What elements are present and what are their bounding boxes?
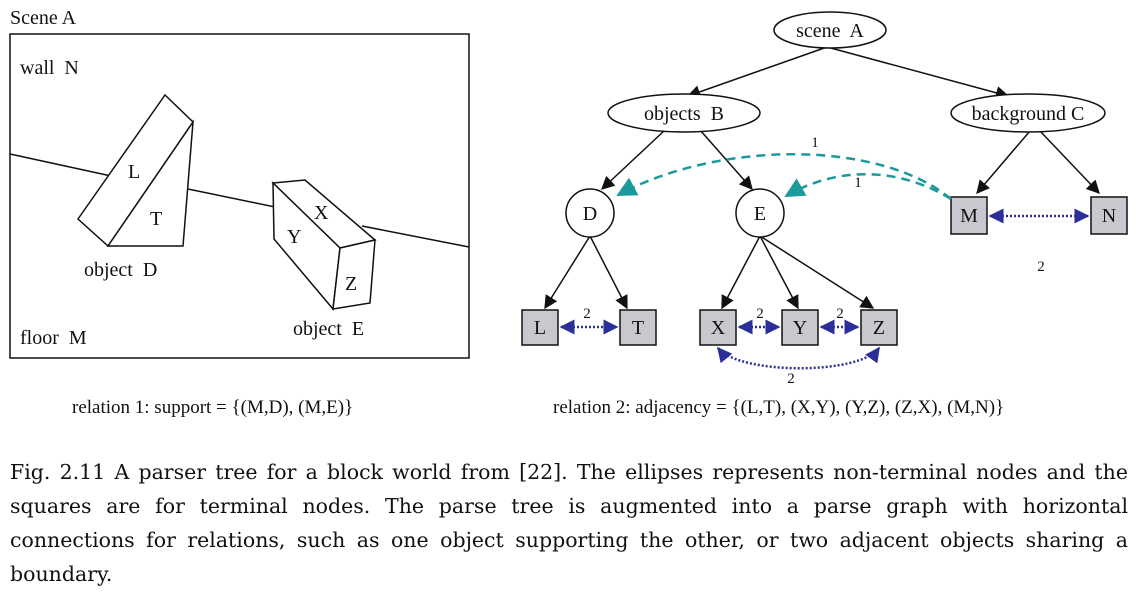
edge-a-c — [826, 46, 1010, 100]
face-z-label: Z — [345, 273, 357, 295]
adjacency-label-lt: 2 — [583, 306, 591, 322]
edge-b-e — [699, 129, 753, 191]
scene-illustration: Scene A wall N floor M L T object D X Y … — [9, 7, 470, 418]
node-background-c-label: background C — [972, 103, 1085, 125]
edge-d-t — [589, 235, 628, 310]
adjacency-label-mn: 2 — [1037, 259, 1045, 275]
node-e — [735, 188, 785, 238]
object-e-shape — [271, 179, 377, 311]
object-e-label: object E — [293, 318, 364, 340]
parse-tree-figure: Scene A wall N floor M L T object D X Y … — [9, 7, 1128, 418]
face-y-label: Y — [287, 226, 301, 248]
support-label-me: 1 — [854, 175, 862, 191]
edge-e-y — [759, 235, 799, 310]
object-d-label: object D — [84, 259, 157, 281]
terminal-n — [1090, 196, 1128, 235]
adjacency-label-zx: 2 — [787, 371, 795, 387]
adjacency-label-xy: 2 — [756, 306, 764, 322]
terminal-m — [950, 196, 988, 235]
terminal-t-label: T — [632, 317, 644, 339]
wall-label: wall N — [20, 57, 79, 79]
edge-c-n — [1039, 130, 1100, 194]
figure-caption: Fig. 2.11 A parser tree for a block worl… — [10, 455, 1128, 591]
node-objects-b-label: objects B — [644, 103, 724, 125]
scene-frame — [9, 33, 470, 359]
block-l-label: L — [128, 161, 140, 183]
wall-floor-boundary-mid — [187, 188, 276, 208]
node-scene-a-label: scene A — [796, 20, 864, 42]
support-arrow-m-d — [616, 153, 952, 200]
block-t-label: T — [150, 208, 162, 230]
edge-a-b — [686, 46, 828, 99]
terminal-y — [781, 309, 819, 346]
face-z — [332, 239, 376, 310]
adjacency-arrow-z-x — [717, 346, 881, 370]
node-d-label: D — [583, 203, 597, 225]
terminal-l — [521, 309, 559, 346]
terminal-z — [860, 309, 898, 346]
edge-e-x — [721, 235, 761, 310]
node-background-c — [950, 93, 1106, 133]
adjacency-label-yz: 2 — [836, 306, 844, 322]
wall-floor-boundary-right — [361, 225, 470, 248]
terminal-l-label: L — [534, 317, 546, 339]
face-x-label: X — [314, 202, 329, 224]
parse-tree: scene A objects B background C D E M N L… — [521, 11, 1128, 418]
node-objects-b — [607, 93, 761, 133]
terminal-x-label: X — [711, 317, 726, 339]
edge-c-m — [976, 130, 1031, 195]
terminal-x — [699, 309, 737, 346]
terminal-y-label: Y — [793, 317, 807, 339]
edge-b-d — [601, 129, 666, 190]
object-d-shape — [77, 93, 194, 248]
terminal-z-label: Z — [873, 317, 885, 339]
node-e-label: E — [754, 203, 766, 225]
relation-2-text: relation 2: adjacency = {(L,T), (X,Y), (… — [553, 397, 1004, 418]
support-label-md: 1 — [811, 135, 819, 151]
block-t — [106, 119, 194, 247]
figure-caption-text: Fig. 2.11 A parser tree for a block worl… — [10, 460, 1128, 586]
terminal-m-label: M — [960, 205, 978, 227]
support-arrow-m-e — [784, 173, 952, 201]
node-d — [565, 188, 615, 238]
edge-d-l — [544, 235, 591, 310]
floor-label: floor M — [20, 327, 87, 349]
terminal-n-label: N — [1102, 205, 1116, 227]
wall-floor-boundary — [9, 153, 126, 180]
node-scene-a — [773, 11, 887, 49]
scene-title: Scene A — [10, 7, 77, 29]
terminal-t — [619, 309, 657, 346]
edge-e-z — [759, 235, 875, 309]
relation-1-text: relation 1: support = {(M,D), (M,E)} — [72, 397, 353, 418]
